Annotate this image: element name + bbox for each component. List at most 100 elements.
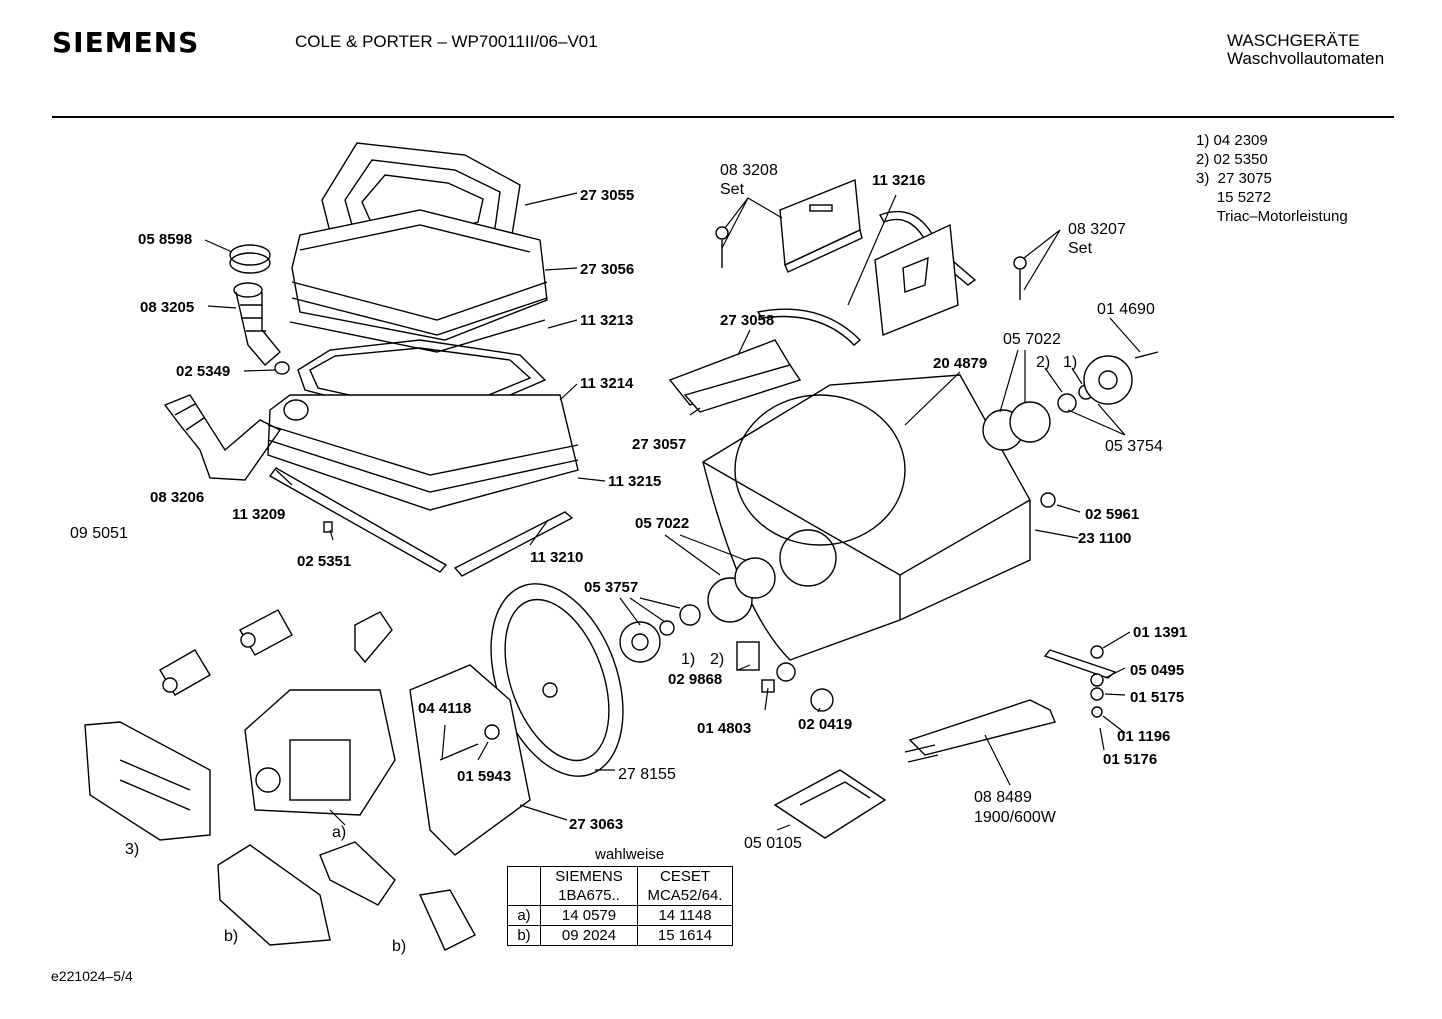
tub-base-drawing [267,394,579,511]
label-273055: 27 3055 [580,187,634,204]
footnotes: 1) 04 2309 2) 02 5350 3) 27 3075 15 5272… [1196,131,1348,226]
label-014690: 01 4690 [1097,301,1155,318]
label-113209: 11 3209 [232,506,285,523]
label-057022-top: 05 7022 [1003,331,1061,348]
motor-drawing [244,689,396,816]
bearing-flange-drawing [982,355,1133,451]
label-015943: 01 5943 [457,768,511,785]
belt-cover-drawing [409,664,531,856]
pulley-drawing [490,583,624,777]
label-113214: 11 3214 [580,375,634,392]
drum-drawing [702,374,1031,661]
table-cell [507,866,541,906]
label-053754: 05 3754 [1105,438,1163,455]
label-plates-drawing [668,339,802,413]
screw-drawing [715,226,1159,359]
cover-plate-right-drawing [874,223,959,336]
label-113210: 11 3210 [530,549,583,566]
table-row: a) 14 0579 14 1148 [507,905,733,926]
leader-lines [204,192,1141,831]
label-113213: 11 3213 [580,312,633,329]
label-088489: 08 8489 [974,789,1032,806]
footnote: 3) 27 3075 [1196,170,1272,187]
label-020419: 02 0419 [798,716,852,733]
label-273056: 27 3056 [580,261,634,278]
label-273058: 27 3058 [720,312,774,329]
bearing-flange-front-drawing [619,492,1056,712]
footnote: 15 5272 [1196,189,1272,206]
label-231100: 23 1100 [1078,530,1131,547]
label-014803: 01 4803 [697,720,751,737]
label-footnote-1-top: 1) [1063,354,1077,371]
bellow-hose-drawing [233,282,290,375]
bracket-rail-drawing [268,467,574,577]
label-053757: 05 3757 [584,579,638,596]
label-050495: 05 0495 [1130,662,1184,679]
table-cell: 14 1148 [637,905,733,926]
cover-plate-drawing [779,179,863,273]
table-cell: a) [507,905,541,926]
label-footnote-3: 3) [125,841,139,858]
label-015176: 01 5176 [1103,751,1157,768]
foot-pad-drawing [773,769,887,839]
label-273063: 27 3063 [569,816,623,833]
label-113215: 11 3215 [608,473,661,490]
label-050105: 05 0105 [744,835,802,852]
table-cell: 09 2024 [540,925,638,946]
small-parts-drawing [159,609,393,696]
label-029868: 02 9868 [668,671,722,688]
label-011196: 01 1196 [1117,728,1170,745]
label-083206: 08 3206 [150,489,204,506]
label-044118: 04 4118 [418,700,471,717]
part-labels: 27 3055 05 8598 27 3056 08 3205 11 3213 … [70,162,1187,955]
label-088489-power: 1900/600W [974,809,1057,826]
table-cell: b) [507,925,541,946]
label-278155: 27 8155 [618,766,676,783]
label-083208: 08 3208 [720,162,778,179]
category-subtitle: Waschvollautomaten [1227,49,1385,68]
label-footnote-2-top: 2) [1036,354,1050,371]
footnote: 1) 04 2309 [1196,132,1268,149]
label-variant-a: a) [332,824,346,841]
label-011391: 01 1391 [1133,624,1187,641]
label-footnote-2-front: 2) [710,651,724,668]
label-273057: 27 3057 [632,436,686,453]
footnote: 2) 02 5350 [1196,151,1268,168]
drain-hose-drawing [163,394,282,481]
label-095051: 09 5051 [70,525,128,542]
label-083208-set: Set [720,181,745,198]
brand-logo: SIEMENS [52,26,200,59]
table-row: b) 09 2024 15 1614 [507,925,733,946]
hose-clamp-drawing [229,244,271,274]
label-025961: 02 5961 [1085,506,1139,523]
header-divider [52,116,1394,118]
label-058598: 05 8598 [138,231,192,248]
label-083205: 08 3205 [140,299,194,316]
label-057022-front: 05 7022 [635,515,689,532]
variant-table-caption: wahlweise [595,846,665,863]
label-footnote-1-front: 1) [681,651,695,668]
label-083207: 08 3207 [1068,221,1126,238]
table-cell: 14 0579 [540,905,638,926]
table-cell: 15 1614 [637,925,733,946]
category-title: WASCHGERÄTE [1227,31,1360,50]
label-113216: 11 3216 [872,172,925,189]
label-025349: 02 5349 [176,363,230,380]
label-204879: 20 4879 [933,355,987,372]
heater-drawing [904,645,1117,763]
control-module-drawing [84,721,211,841]
seal-ring-drawing [291,209,548,341]
label-015175: 01 5175 [1130,689,1184,706]
model-title: COLE & PORTER – WP70011II/06–V01 [295,32,598,51]
label-025351: 02 5351 [297,553,351,570]
document-id: e221024–5/4 [51,968,133,984]
footnote: Triac–Motorleistung [1196,208,1348,225]
label-083207-set: Set [1068,240,1093,257]
brush-holder-drawing [217,841,476,951]
curved-strip-drawing [756,210,977,346]
